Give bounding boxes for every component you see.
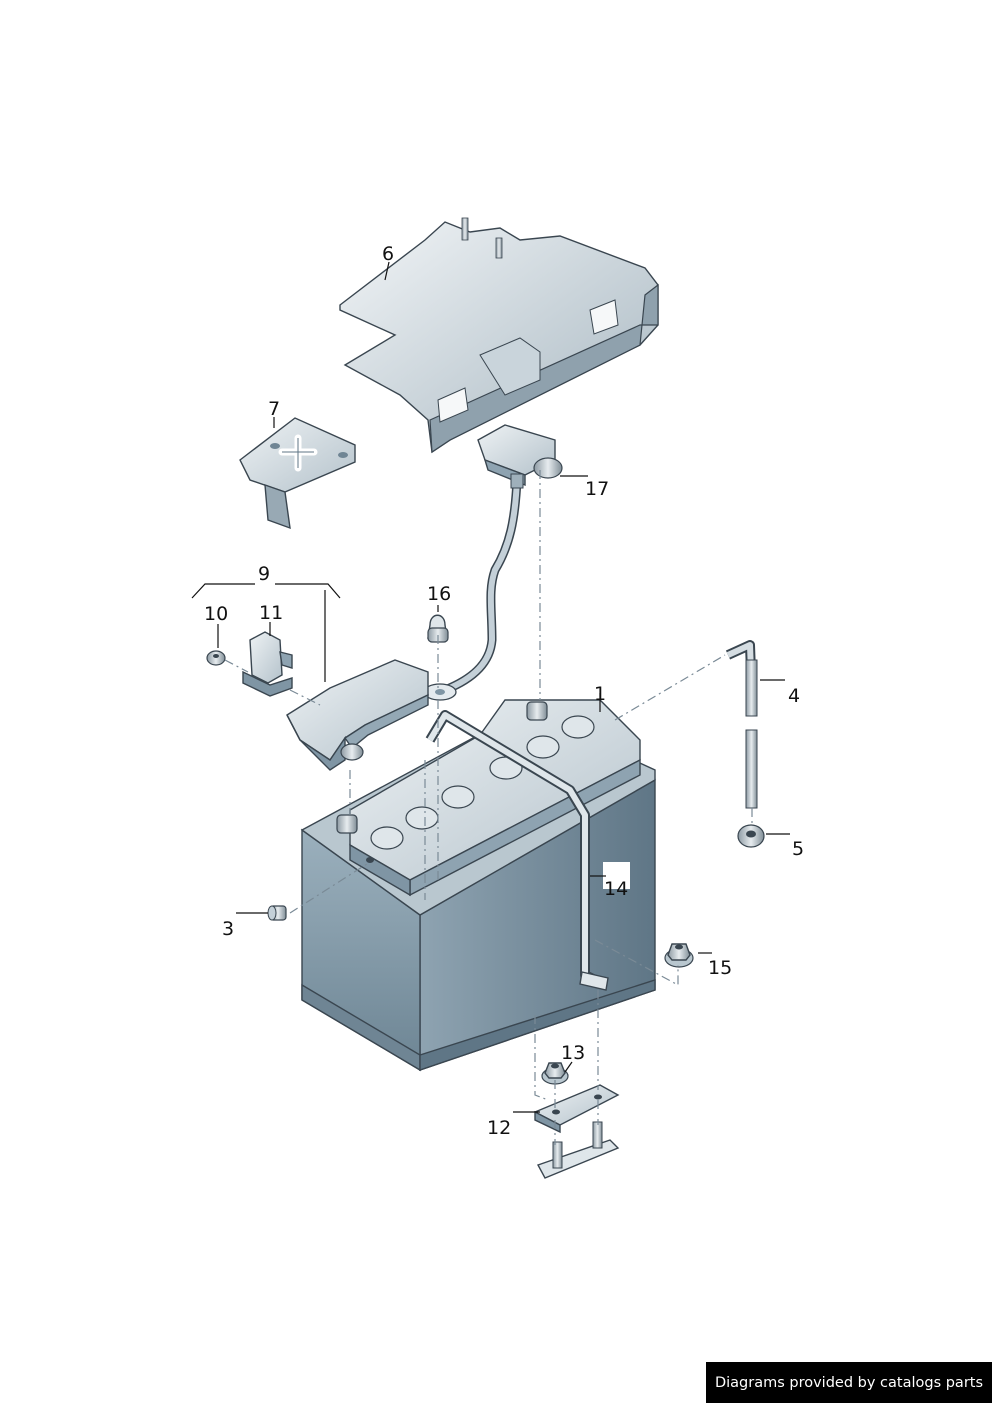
small-nut-part <box>206 650 226 666</box>
flange-nut-part-15 <box>664 943 694 968</box>
callout-16: 16 <box>427 583 451 605</box>
battery-cover-part <box>339 217 659 454</box>
credit-banner: Diagrams provided by catalogs parts <box>706 1362 992 1403</box>
callout-5: 5 <box>792 838 804 860</box>
positive-cable-part <box>423 424 563 701</box>
callout-4: 4 <box>788 685 800 707</box>
callout-10: 10 <box>204 603 228 625</box>
callout-9: 9 <box>258 563 270 585</box>
callout-3: 3 <box>222 918 234 940</box>
callout-17: 17 <box>585 478 609 500</box>
positive-terminal-bracket-part <box>239 417 356 530</box>
callout-1: 1 <box>594 683 606 705</box>
terminal-cover-part <box>286 659 429 771</box>
callout-13: 13 <box>561 1042 585 1064</box>
clamp-plate-part <box>533 1084 620 1134</box>
leader-lines <box>191 261 790 1113</box>
base-plate-studs <box>536 1121 620 1179</box>
hex-nut-part-5 <box>737 824 765 848</box>
alignment-lines <box>224 470 753 1145</box>
callout-15: 15 <box>708 957 732 979</box>
callout-labels: 1 3 4 5 6 7 9 10 11 12 13 14 15 16 17 <box>204 243 804 1139</box>
sensor-part <box>242 631 293 697</box>
callout-11: 11 <box>259 602 283 624</box>
callout-12: 12 <box>487 1117 511 1139</box>
long-bolt-part <box>725 640 758 809</box>
vent-plug-part <box>267 905 287 921</box>
battery-part <box>300 699 656 1072</box>
callout-6: 6 <box>382 243 394 265</box>
hold-down-strap-part <box>425 710 630 991</box>
callout-14: 14 <box>604 878 628 900</box>
flange-nut-part-13 <box>541 1062 569 1085</box>
callout-7: 7 <box>268 398 280 420</box>
